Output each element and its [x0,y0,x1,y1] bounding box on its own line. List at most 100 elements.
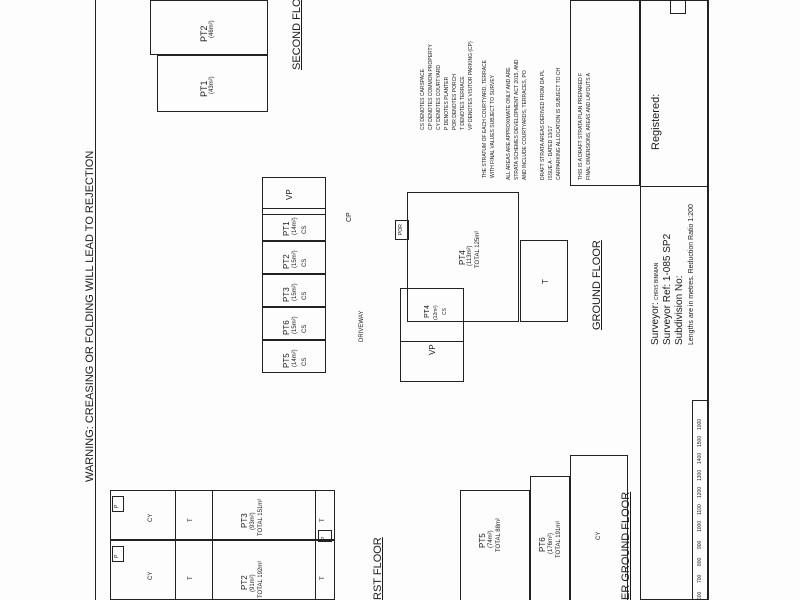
subdivision-no: Subdivision No: [674,275,685,345]
scale-tick-label: 1500 [697,435,703,447]
ground-pt4-cs-label: PT4 [424,305,431,318]
first-t-4: T [320,576,326,580]
driveway-label: DRIVEWAY [359,310,365,342]
ground-vp-box [400,320,464,382]
scale-tick-label: 1000 [697,520,703,532]
first-p-3: P [321,536,327,540]
surveyor-label: Surveyor: [650,302,661,345]
ground-por-label: POR [398,224,404,235]
first-t-3: T [320,518,326,522]
car-space-box [262,274,326,307]
second-floor-pt2 [150,0,268,55]
ground-pt4-cs [400,288,464,342]
first-floor-row1 [110,490,335,540]
registered-stamp-box [670,0,686,14]
first-pt3-area: (93m²) [250,512,256,530]
first-floor-div3 [315,490,316,600]
scale-tick-label: 1000 [697,418,703,430]
first-floor-title: RST FLOOR [372,537,384,600]
car-space-pt: PT1 [282,221,291,236]
first-pt3-total: TOTAL 151m² [258,498,264,536]
first-t-1: T [188,518,194,522]
lower-pt6 [530,476,570,600]
first-planter-2 [112,546,124,562]
scale-tick-label: 1200 [697,486,703,498]
note-draft-2: ISSUE A - DATED 13/17 [548,125,554,180]
ground-pt4-label: PT4 [458,250,467,265]
lower-pt6-total: TOTAL 191m² [556,520,562,558]
second-floor-pt1 [157,55,268,112]
ground-floor-title: GROUND FLOOR [591,240,603,330]
first-planter-1 [112,496,124,512]
legend-t: T DENOTES TERRACE [460,76,466,130]
first-cy-2: CY [148,571,154,580]
note-stratum-2: WITH FINAL VALUES SUBJECT TO SURVEY [490,75,496,178]
car-space-area: (15m²) [292,250,298,268]
car-space-box [262,241,326,274]
legend-cp: CP DENOTES COMMON PROPERTY [428,44,434,130]
scale-tick-label: 800 [697,557,703,566]
second-floor-pt2-area: (46m²) [209,20,215,38]
first-cy-1: CY [148,513,154,522]
ground-pt4-cs-area: (12m²) [433,305,439,320]
ground-terrace [520,240,568,322]
warning-text: WARNING: CREASING OR FOLDING WILL LEAD T… [84,150,96,482]
first-floor-row2 [110,540,335,600]
scale-tick-label: 700 [697,574,703,583]
ground-terrace-label: T [541,279,550,284]
lengths-note: Lengths are in metres. Reduction Ratio 1… [688,204,695,345]
ground-vp-label: VP [428,344,437,355]
scale-strip [692,400,708,600]
car-space-cs: CS [302,258,308,267]
car-space-box [262,307,326,340]
car-space-cs: CS [302,357,308,366]
legend-vp: VP DENOTES VISITOR PARKING (CP) [468,41,474,130]
first-floor-div1 [175,490,176,600]
note-draft-box-1: THIS IS A DRAFT STRATA PLAN PREPARED F [578,72,584,180]
registered-label: Registered: [650,93,662,150]
scale-tick-label: 1400 [697,452,703,464]
frame-right-line [708,0,709,600]
car-space-box [262,208,326,241]
car-vp-box [262,177,326,215]
note-areas-1: ALL AREAS ARE APPROXIMATE ONLY AND ARE [506,67,512,180]
note-stratum-1: THE STRATUM OF EACH COURTYARD, TERRACE [482,60,488,178]
first-p-1: P [114,504,120,508]
first-pt3-label: PT3 [240,513,249,528]
first-planter-3 [318,530,332,542]
first-p-2: P [114,554,120,558]
scale-tick-label: 1300 [697,469,703,481]
first-pt2-area: (91m²) [250,574,256,592]
scale-tick-label: 1100 [697,504,703,515]
title-block-divider [640,186,708,187]
car-space-pt: PT6 [282,320,291,335]
scale-tick-label: 600 [697,591,703,600]
surveyor-name: CHRIS BINNIAN [654,262,660,300]
car-space-area: (14m²) [292,349,298,367]
note-draft-box-2: FINAL DIMENSIONS, AREAS AND LAYOUTS A [586,73,592,180]
note-areas-3: AND INCLUDE COURTYARDS, TERRACES, PO [522,70,528,180]
lower-cy-label: CY [596,531,602,540]
second-floor-pt1-area: (43m²) [209,76,215,94]
note-draft-1: DRAFT STRATA AREAS DERIVED FROM DA PL [540,69,546,180]
car-space-area: (15m²) [292,316,298,334]
car-vp-label: VP [285,189,294,200]
car-space-pt: PT2 [282,254,291,269]
note-draft-3: CARPARKING ALLOCATION IS SUBJECT TO CH [556,67,562,180]
car-space-area: (15m²) [292,283,298,301]
lower-pt5-label: PT5 [478,533,487,548]
lower-cy [570,455,628,600]
lower-ground-title: ER GROUND FLOOR [620,491,632,600]
car-space-cs: CS [302,225,308,234]
draft-note-box [570,0,640,186]
lower-pt6-label: PT6 [538,537,547,552]
legend-por: POR DENOTES PORCH [452,74,458,130]
ground-pt4-total: TOTAL 125m² [475,230,481,268]
lower-pt5-area: (74m²) [488,530,494,548]
car-space-cs: CS [302,291,308,300]
second-floor-title: SECOND FLOOR [291,0,303,70]
car-space-pt: PT3 [282,287,291,302]
first-floor-div2 [212,490,213,600]
ground-pt4-area: (113m²) [467,245,473,266]
